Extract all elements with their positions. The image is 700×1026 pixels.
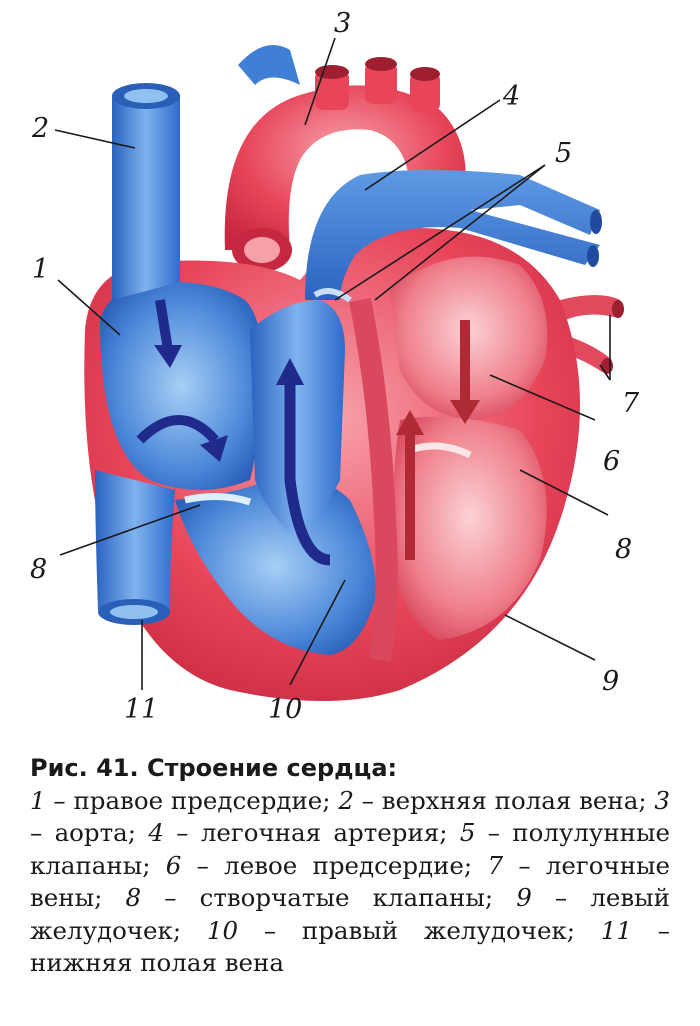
legend-item-number: 2 <box>338 785 354 815</box>
legend-item-number: 8 <box>125 883 142 912</box>
legend-item-text: створчатые клапаны; <box>199 883 494 912</box>
legend-item-text: правый желудочек; <box>301 915 576 945</box>
label-7: 7 <box>622 388 640 419</box>
legend-item-number: 1 <box>30 785 46 815</box>
label-8-left: 8 <box>30 554 47 585</box>
legend-item-text: левое предсердие; <box>224 850 473 880</box>
legend-item-number: 6 <box>165 850 182 880</box>
heart-illustration: 1 2 3 4 5 6 7 8 8 9 10 11 <box>30 8 640 725</box>
label-1: 1 <box>32 254 49 285</box>
legend-item-number: 11 <box>600 915 632 945</box>
legend-item: 8 – створчатые клапаны; <box>125 883 494 912</box>
label-3: 3 <box>334 8 351 39</box>
brachiocephalic-vein-shape <box>238 45 300 85</box>
superior-vena-cava-shape <box>112 83 180 300</box>
legend-item: 2 – верхняя полая вена; <box>338 785 647 815</box>
legend-item-text: нижняя полая вена <box>30 948 284 977</box>
heart-body <box>84 228 581 701</box>
label-5: 5 <box>555 138 572 169</box>
legend-item: 1 – правое предсердие; <box>30 785 331 815</box>
legend-item-number: 9 <box>516 883 532 912</box>
legend-item: 9 – левый желудочек; <box>30 883 670 945</box>
label-11: 11 <box>124 694 158 725</box>
legend-item-number: 5 <box>459 818 476 847</box>
leader-lines <box>54 37 611 690</box>
legend-item-number: 3 <box>654 785 670 815</box>
legend-item-text: легочная артерия; <box>200 818 448 847</box>
heart-diagram: 1 2 3 4 5 6 7 8 8 9 10 11 <box>30 8 640 725</box>
label-6: 6 <box>603 446 620 477</box>
legend-item-text: верхняя полая вена; <box>381 785 647 815</box>
legend-item: 5 – полулунные клапаны; <box>30 818 670 880</box>
label-10: 10 <box>268 694 302 725</box>
legend-item-text: левый желудочек; <box>30 883 670 945</box>
legend-item-text: полулунные клапаны; <box>30 818 670 880</box>
legend-item: 10 – правый желудочек; <box>206 915 576 945</box>
legend-item: 3 – аорта; <box>30 785 670 848</box>
label-4: 4 <box>502 81 520 112</box>
label-9: 9 <box>602 666 619 697</box>
legend-item-number: 7 <box>487 850 504 880</box>
inferior-vena-cava-shape <box>95 470 175 625</box>
legend-item: 11 – нижняя полая вена <box>30 915 671 978</box>
legend-item-text: легочные вены; <box>30 850 671 913</box>
legend-item-text: правое предсердие; <box>73 785 331 815</box>
label-8-right: 8 <box>615 534 632 565</box>
caption-legend: 1 – правое предсердие; 2 – верхняя полая… <box>30 785 670 980</box>
legend-item: 4 – легочная артерия; <box>148 818 448 847</box>
label-2: 2 <box>31 113 49 144</box>
blood-flow-arrow-icon <box>136 299 480 566</box>
aorta-shape <box>224 57 466 272</box>
legend-item-number: 4 <box>148 818 164 847</box>
legend-item: 6 – левое предсердие; <box>165 850 473 880</box>
figure-caption: Рис. 41. Строение сердца: 1 – правое пре… <box>30 752 670 980</box>
legend-item-number: 10 <box>206 915 239 945</box>
pulmonary-artery-shape <box>305 170 602 303</box>
legend-item-text: аорта; <box>54 818 137 847</box>
valves-shape <box>184 442 472 506</box>
caption-title: Рис. 41. Строение сердца: <box>30 754 398 782</box>
legend-item: 7 – легочные вены; <box>30 850 671 913</box>
